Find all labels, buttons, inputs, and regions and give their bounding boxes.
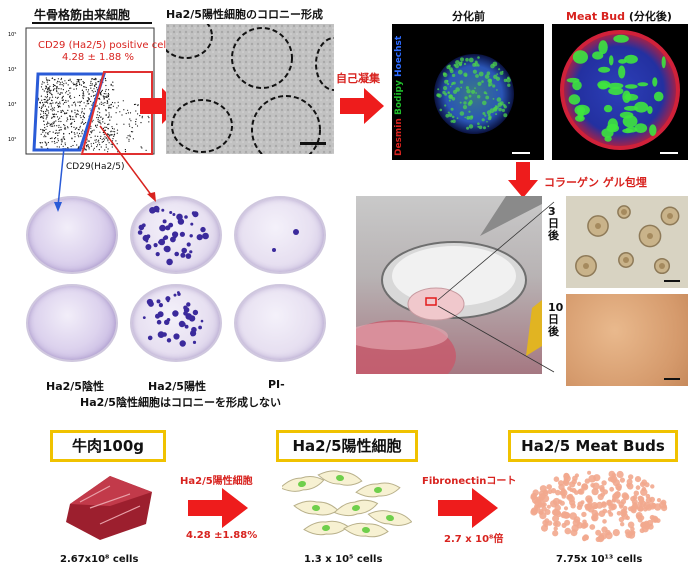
stain-desmin: Desmin: [394, 118, 404, 156]
dish-positive-bottom: [130, 284, 222, 362]
positive-cells-label: CD29 (Ha2/5) positive cells: [38, 40, 175, 51]
arrow1-bottom-label: 4.28 ±1.88%: [186, 530, 258, 541]
arrow-beef-to-cells: [188, 488, 248, 528]
after-differentiation-title: Meat Bud (分化後): [566, 8, 672, 24]
gel-embedded-photo: [356, 196, 542, 374]
cells-illustration: [282, 470, 412, 538]
day10-micrograph: [566, 294, 688, 386]
source-cells-title: 牛骨格筋由来細胞: [34, 8, 131, 22]
stain-bodipy: Bodipy: [394, 80, 404, 116]
dish-label-positive: Ha2/5陽性: [148, 380, 206, 393]
svg-text:10³: 10³: [8, 102, 16, 108]
fluorescence-after: [552, 24, 688, 160]
arrow2-top-label: Fibronectinコート: [422, 476, 517, 487]
dish-pi-top: [234, 196, 326, 274]
positive-cells-value: 4.28 ± 1.88 %: [62, 52, 134, 63]
before-differentiation-title: 分化前: [452, 10, 485, 23]
dish-negative-top: [26, 196, 118, 274]
meat-buds-illustration: [530, 470, 668, 543]
beef-cell-count: 2.67x10⁸ cells: [60, 554, 139, 565]
zoom-lines: [437, 201, 555, 373]
flow-x-axis-label: CD29(Ha2/5): [66, 162, 125, 172]
buds-cell-count: 7.75x 10¹³ cells: [556, 554, 643, 565]
dish-caption: Ha2/5陰性細胞はコロニーを形成しない: [80, 396, 281, 409]
beef-illustration: [66, 476, 152, 540]
flow-cytometry-plot: 10⁵ 10⁴ 10³ 10²: [8, 27, 155, 155]
svg-text:10²: 10²: [8, 137, 16, 143]
day3-label: 3日後: [548, 205, 559, 242]
svg-text:10⁴: 10⁴: [8, 67, 16, 73]
dish-positive-top: [130, 196, 222, 274]
self-aggregation-label: 自己凝集: [336, 72, 380, 85]
colony-micrograph: [166, 24, 334, 154]
dish-label-negative: Ha2/5陰性: [46, 380, 104, 393]
cells-cell-count: 1.3 x 10⁵ cells: [304, 554, 383, 565]
stain-hoechst: Hoechst: [394, 35, 404, 78]
arrow1-top-label: Ha2/5陽性細胞: [180, 476, 253, 487]
title-underline: [32, 22, 152, 24]
fluorescence-before: [392, 24, 544, 160]
cells-title-box: Ha2/5陽性細胞: [276, 430, 418, 462]
stain-legend: Desmin Bodipy Hoechst: [394, 36, 404, 156]
buds-title-box: Ha2/5 Meat Buds: [508, 430, 678, 462]
dish-label-pi: PI-: [268, 378, 285, 391]
day10-label: 10日後: [548, 301, 564, 338]
arrow-to-fluorescence: [340, 88, 384, 124]
dish-pi-bottom: [234, 284, 326, 362]
after-suffix: (分化後): [625, 10, 672, 23]
svg-text:10⁵: 10⁵: [8, 32, 16, 38]
beef-title-box: 牛肉100g: [50, 430, 166, 462]
colony-title: Ha2/5陽性細胞のコロニー形成: [166, 8, 323, 21]
collagen-label: コラーゲン ゲル包埋: [544, 176, 647, 189]
arrow-cells-to-buds: [438, 488, 498, 528]
arrow-collagen: [508, 162, 538, 198]
dish-negative-bottom: [26, 284, 118, 362]
arrow2-bottom-label: 2.7 x 10⁸倍: [444, 534, 504, 545]
meat-bud-word: Meat Bud: [566, 10, 626, 23]
day3-micrograph: [566, 196, 688, 288]
